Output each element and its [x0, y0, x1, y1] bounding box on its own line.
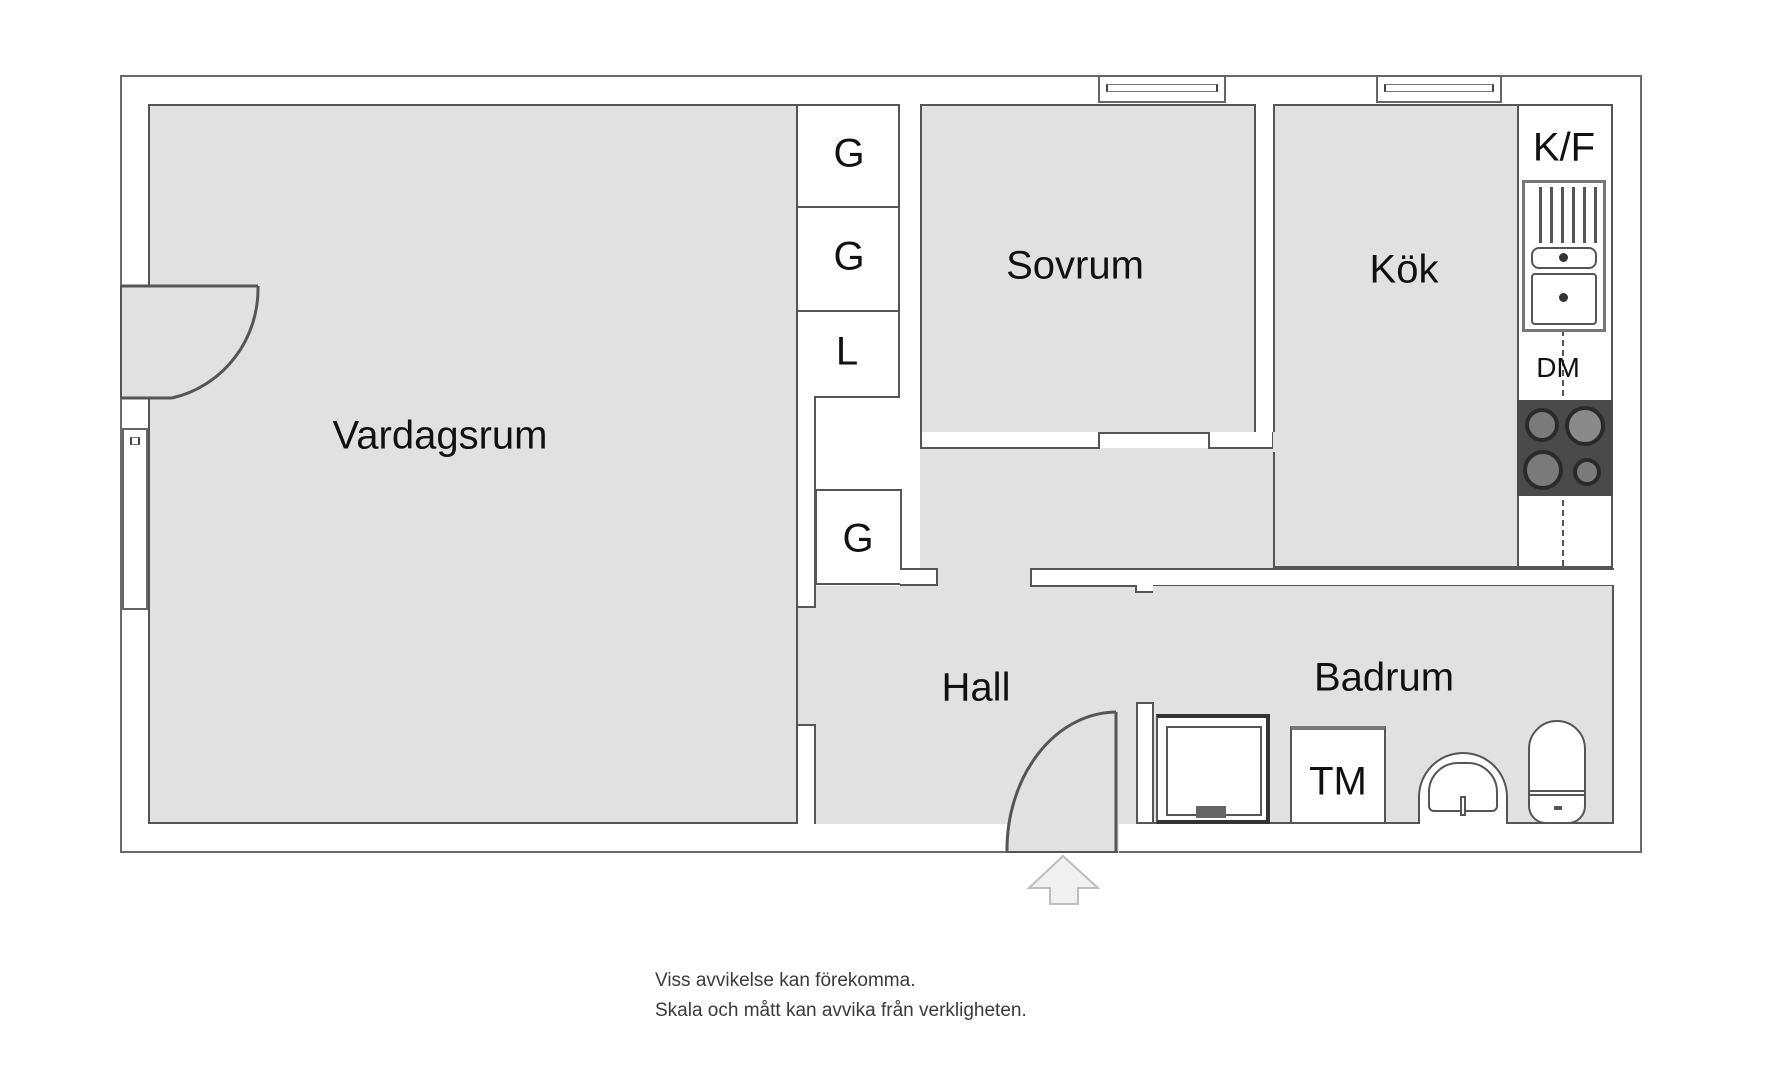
window-icon: [1376, 75, 1502, 103]
room-label-badrum: Badrum: [1313, 655, 1455, 700]
wall-segment: [1136, 702, 1154, 824]
closet-g1: [796, 104, 900, 208]
room-label-hall: Hall: [941, 665, 1011, 710]
wall-segment: [796, 724, 816, 824]
kok-opening: [1273, 432, 1277, 452]
closet-label: G: [842, 516, 874, 561]
closet-label: L: [835, 329, 859, 374]
room-label-kok: Kök: [1369, 247, 1439, 292]
counter-centerline: [1562, 180, 1564, 566]
window-icon: [122, 428, 148, 610]
sink-icon: [1522, 180, 1606, 332]
room-label-vardagsrum: Vardagsrum: [332, 413, 548, 458]
washing-machine: [1290, 726, 1386, 824]
disclaimer-line-1: Viss avvikelse kan förekomma.: [655, 970, 916, 991]
room-kok: [1273, 104, 1519, 568]
door-swing-icon: [1005, 710, 1119, 853]
wall-segment: [920, 432, 1100, 449]
entrance-arrow-icon: [1026, 854, 1101, 905]
disclaimer-line-2: Skala och mått kan avvika från verklighe…: [655, 1000, 1027, 1021]
closet-g3: [815, 489, 902, 585]
room-label-sovrum: Sovrum: [1006, 243, 1144, 288]
dishwasher-label: DM: [1536, 352, 1580, 383]
room-sovrum: [920, 104, 1256, 434]
window-icon: [1098, 75, 1226, 103]
door-swing-icon: [120, 284, 260, 400]
closet-label: G: [833, 131, 865, 176]
fridge-freezer-label: K/F: [1532, 125, 1596, 170]
wall-segment: [900, 568, 938, 586]
wall-segment: [798, 824, 816, 828]
washing-machine-label: TM: [1309, 759, 1367, 804]
shower-icon: [1156, 714, 1270, 824]
stove-icon: [1517, 400, 1613, 496]
closet-g2: [796, 206, 900, 312]
toilet-icon: [1528, 720, 1586, 824]
room-vardagsrum: [148, 104, 798, 824]
washbasin-icon: [1418, 752, 1508, 824]
hall-opening: [936, 568, 1032, 588]
closet-label: G: [833, 234, 865, 279]
closet-l: [796, 310, 900, 398]
disclaimer: Viss avvikelse kan förekomma. Skala och …: [655, 966, 1027, 1026]
